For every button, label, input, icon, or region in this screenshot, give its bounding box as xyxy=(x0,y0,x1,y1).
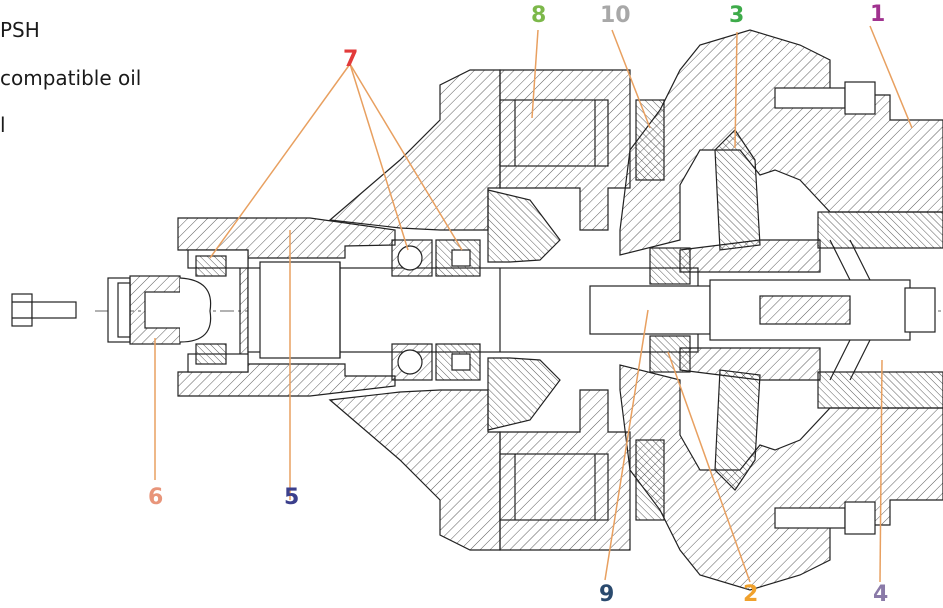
inducer xyxy=(709,239,936,381)
callout-8: 8 xyxy=(531,3,547,28)
coupling-part xyxy=(107,275,212,345)
ball-bearings xyxy=(391,239,481,381)
callout-2: 2 xyxy=(743,582,759,607)
side-text-2: compatible oil xyxy=(0,66,142,90)
callout-1: 1 xyxy=(870,2,886,27)
side-text-3: l xyxy=(0,113,6,137)
leader-lines xyxy=(154,25,913,583)
callout-9: 9 xyxy=(599,582,615,607)
casing-bolts xyxy=(774,81,876,535)
callout-10: 10 xyxy=(600,3,631,28)
callout-6: 6 xyxy=(148,485,164,510)
impeller xyxy=(679,129,821,491)
callout-7: 7 xyxy=(343,47,359,72)
callout-4: 4 xyxy=(873,582,889,607)
callout-3: 3 xyxy=(729,3,745,28)
loose-bolt xyxy=(11,293,77,327)
main-shaft xyxy=(247,261,711,359)
pump-casing xyxy=(619,29,943,591)
bearing-bracket xyxy=(328,69,501,551)
side-text-1: PSH xyxy=(0,18,40,42)
mechanical-seal xyxy=(649,247,691,373)
callout-5: 5 xyxy=(284,485,300,510)
bearing-housing xyxy=(177,217,396,397)
